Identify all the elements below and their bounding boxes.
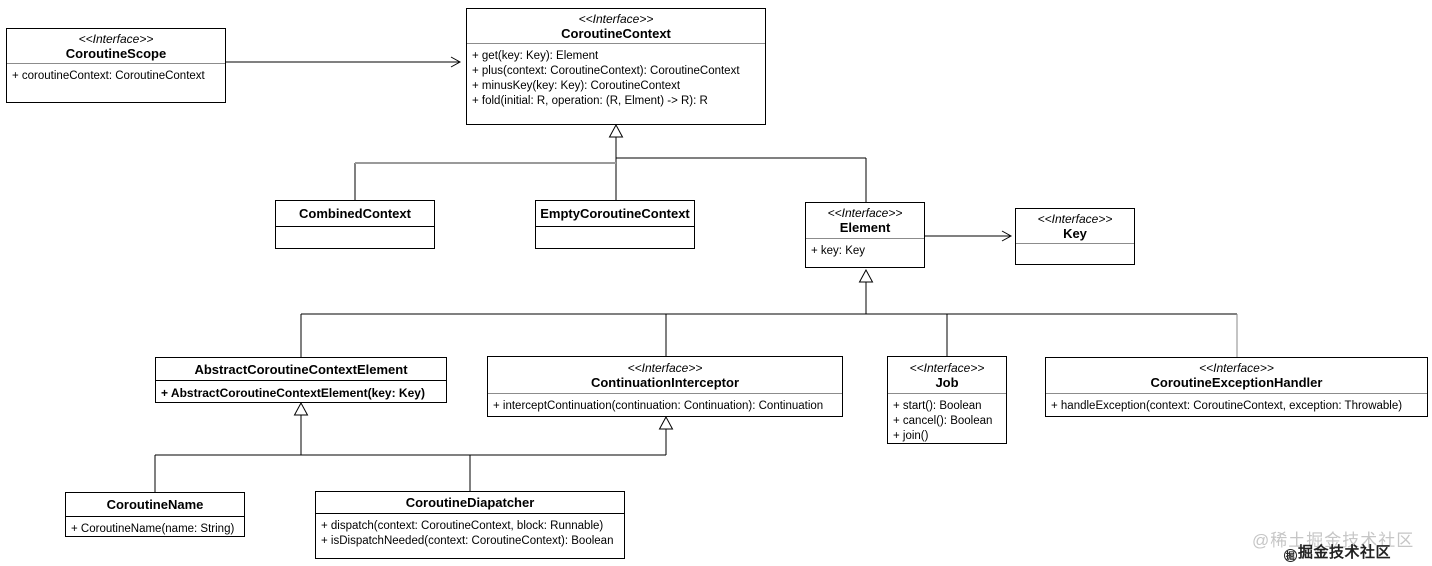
- class-header: EmptyCoroutineContext: [536, 201, 694, 227]
- class-box-Key: <<Interface>>Key: [1015, 208, 1135, 265]
- members-compartment: + key: Key: [806, 239, 924, 259]
- class-name: CoroutineDiapatcher: [405, 495, 535, 510]
- hollow-triangle-ContinuationInterceptor: [658, 415, 674, 430]
- member-line: + cancel(): Boolean: [893, 415, 993, 427]
- stereotype-label: <<Interface>>: [827, 206, 903, 220]
- class-box-CoroutineName: CoroutineName + CoroutineName(name: Strin…: [65, 492, 245, 537]
- stereotype-label: <<Interface>>: [578, 11, 654, 26]
- class-header: CombinedContext: [276, 201, 434, 227]
- class-header: <<Interface>>CoroutineExceptionHandler: [1046, 358, 1427, 394]
- stereotype-label: <<Interface>>: [1199, 361, 1274, 375]
- member-line: + handleException(context: CoroutineCont…: [1051, 400, 1403, 412]
- class-box-CombinedContext: CombinedContext: [275, 200, 435, 249]
- members-compartment: [536, 227, 694, 232]
- class-name: CoroutineExceptionHandler: [1150, 375, 1323, 390]
- member-line: + dispatch(context: CoroutineContext, bl…: [321, 520, 604, 532]
- members-compartment: + dispatch(context: CoroutineContext, bl…: [316, 514, 624, 549]
- class-name: CoroutineName: [106, 497, 204, 512]
- class-name: AbstractCoroutineContextElement: [194, 361, 408, 377]
- members-compartment: + AbstractCoroutineContextElement(key: K…: [156, 381, 446, 401]
- member-line: + get(key: Key): Element: [472, 50, 599, 62]
- class-header: <<Interface>>CoroutineContext: [467, 9, 765, 44]
- members-compartment: [276, 227, 434, 232]
- member-line: + AbstractCoroutineContextElement(key: K…: [161, 386, 425, 400]
- hollow-triangle-CoroutineContext: [608, 123, 624, 138]
- juejin-logo-icon: 掘: [1284, 549, 1297, 562]
- class-header: <<Interface>>CoroutineScope: [7, 29, 225, 64]
- members-compartment: [1016, 244, 1134, 249]
- stereotype-label: <<Interface>>: [909, 360, 985, 375]
- class-header: <<Interface>>ContinuationInterceptor: [488, 357, 842, 394]
- class-header: AbstractCoroutineContextElement: [156, 358, 446, 381]
- member-line: + minusKey(key: Key): CoroutineContext: [472, 80, 681, 92]
- class-header: <<Interface>>Job: [888, 357, 1006, 394]
- members-compartment: + start(): Boolean + cancel(): Boolean + j…: [888, 394, 1006, 444]
- stereotype-label: <<Interface>>: [78, 31, 154, 46]
- class-box-Element: <<Interface>>Element + key: Key: [805, 202, 925, 268]
- hollow-triangle-Element: [858, 268, 874, 283]
- members-compartment: + get(key: Key): Element + plus(context: …: [467, 44, 765, 109]
- member-line: + join(): [893, 430, 929, 442]
- member-line: + fold(initial: R, operation: (R, Elment…: [472, 95, 708, 107]
- stereotype-label: <<Interface>>: [627, 360, 703, 375]
- member-line: + isDispatchNeeded(context: CoroutineCon…: [321, 535, 614, 547]
- class-header: CoroutineDiapatcher: [316, 492, 624, 514]
- class-box-CoroutineScope: <<Interface>>CoroutineScope + coroutineCo…: [6, 28, 226, 103]
- members-compartment: + coroutineContext: CoroutineContext: [7, 64, 225, 84]
- member-line: + interceptContinuation(continuation: Co…: [493, 400, 824, 412]
- member-line: + key: Key: [811, 245, 866, 257]
- class-name: CombinedContext: [299, 206, 411, 221]
- class-box-CoroutineContext: <<Interface>>CoroutineContext+ get(key: …: [466, 8, 766, 125]
- members-compartment: + interceptContinuation(continuation: Co…: [488, 394, 842, 414]
- class-header: <<Interface>>Element: [806, 203, 924, 239]
- class-box-CoroutineExceptionHandler: <<Interface>>CoroutineExceptionHandler + …: [1045, 357, 1428, 417]
- class-name: CoroutineScope: [65, 45, 167, 61]
- class-box-Job: <<Interface>>Job + start(): Boolean + canc…: [887, 356, 1007, 444]
- watermark-light: @稀土掘金技术社区: [1252, 531, 1415, 550]
- class-name: Job: [935, 374, 959, 390]
- class-header: CoroutineName: [66, 493, 244, 517]
- members-compartment: + CoroutineName(name: String): [66, 517, 244, 537]
- hollow-triangle-AbstractCoroutineContextElement: [293, 401, 309, 416]
- open-arrowhead-Key: [1001, 230, 1013, 242]
- class-header: <<Interface>>Key: [1016, 209, 1134, 244]
- members-compartment: + handleException(context: CoroutineCont…: [1046, 394, 1427, 414]
- class-name: Element: [839, 220, 891, 235]
- class-name: EmptyCoroutineContext: [540, 206, 690, 221]
- watermark-dark-text: 掘金技术社区: [1298, 544, 1392, 561]
- member-line: + coroutineContext: CoroutineContext: [12, 70, 205, 82]
- member-line: + plus(context: CoroutineContext): Corou…: [472, 65, 740, 77]
- watermark-dark: 掘掘金技术社区: [1284, 541, 1391, 562]
- member-line: + CoroutineName(name: String): [71, 523, 235, 535]
- class-name: ContinuationInterceptor: [590, 374, 740, 390]
- class-box-CoroutineDiapatcher: CoroutineDiapatcher + dispatch(context: C…: [315, 491, 625, 559]
- open-arrowhead-CoroutineContext: [450, 56, 462, 68]
- class-box-AbstractCoroutineContextElement: AbstractCoroutineContextElement + Abstrac…: [155, 357, 447, 403]
- member-line: + start(): Boolean: [893, 400, 982, 412]
- stereotype-label: <<Interface>>: [1037, 211, 1113, 226]
- class-name: CoroutineContext: [561, 25, 671, 41]
- class-name: Key: [1063, 225, 1087, 241]
- class-box-ContinuationInterceptor: <<Interface>>ContinuationInterceptor + in…: [487, 356, 843, 417]
- class-box-EmptyCoroutineContext: EmptyCoroutineContext: [535, 200, 695, 249]
